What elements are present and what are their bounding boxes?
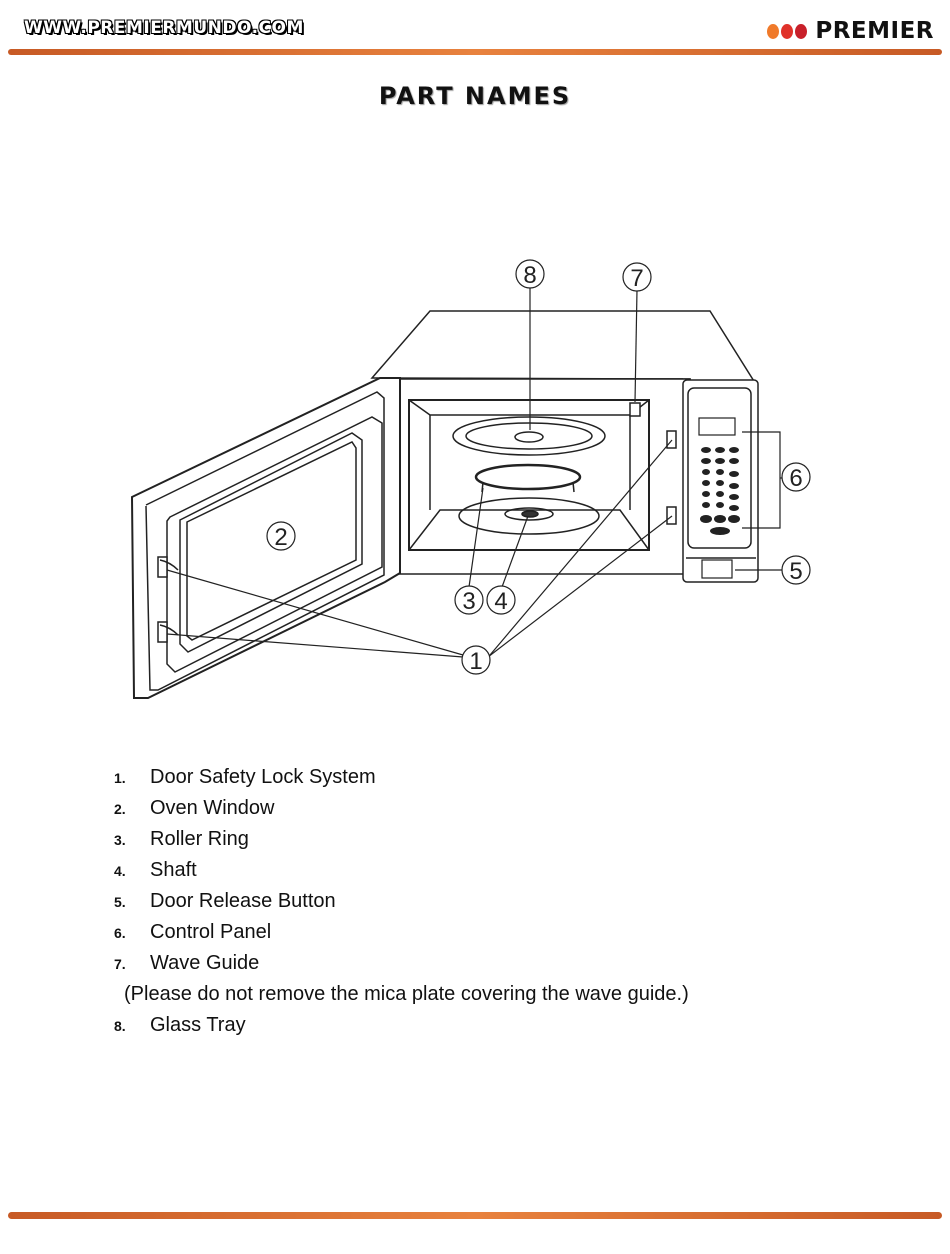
glass-tray — [453, 417, 605, 455]
svg-text:4: 4 — [494, 588, 507, 615]
list-item: 1.Door Safety Lock System — [114, 762, 689, 793]
list-item: 4.Shaft — [114, 855, 689, 886]
callout-7: 7 — [623, 263, 651, 292]
site-url[interactable]: WWW.PREMIERMUNDO.COM — [24, 18, 304, 38]
list-item: 5.Door Release Button — [114, 886, 689, 917]
footer-divider — [8, 1212, 942, 1219]
page-header: WWW.PREMIERMUNDO.COM PREMIER — [0, 0, 950, 60]
list-item: 8.Glass Tray — [114, 1010, 689, 1041]
list-item: 2.Oven Window — [114, 793, 689, 824]
brand-logo: PREMIER — [767, 18, 934, 44]
parts-list: 1.Door Safety Lock System 2.Oven Window … — [114, 762, 689, 1041]
callout-2: 2 — [267, 522, 295, 551]
callout-6: 6 — [782, 463, 810, 492]
callout-5: 5 — [782, 556, 810, 585]
list-item: 3.Roller Ring — [114, 824, 689, 855]
list-item: 7.Wave Guide — [114, 948, 689, 979]
brand-name: PREMIER — [815, 18, 934, 44]
svg-text:2: 2 — [274, 524, 287, 551]
svg-text:8: 8 — [523, 262, 536, 289]
callout-4: 4 — [487, 586, 515, 615]
microwave-diagram: 1 2 3 4 5 6 7 8 — [0, 240, 950, 720]
oven-door — [132, 378, 400, 698]
logo-dots-icon — [767, 24, 809, 39]
header-divider — [8, 49, 942, 55]
callout-3: 3 — [455, 586, 483, 615]
svg-text:6: 6 — [789, 465, 802, 492]
svg-text:1: 1 — [469, 648, 482, 675]
callout-1: 1 — [462, 646, 490, 675]
callout-8: 8 — [516, 260, 544, 289]
svg-text:7: 7 — [630, 265, 643, 292]
svg-text:5: 5 — [789, 558, 802, 585]
page-title: PART NAMES — [0, 82, 950, 110]
wave-guide-note: (Please do not remove the mica plate cov… — [114, 979, 689, 1010]
svg-text:3: 3 — [462, 588, 475, 615]
list-item: 6.Control Panel — [114, 917, 689, 948]
